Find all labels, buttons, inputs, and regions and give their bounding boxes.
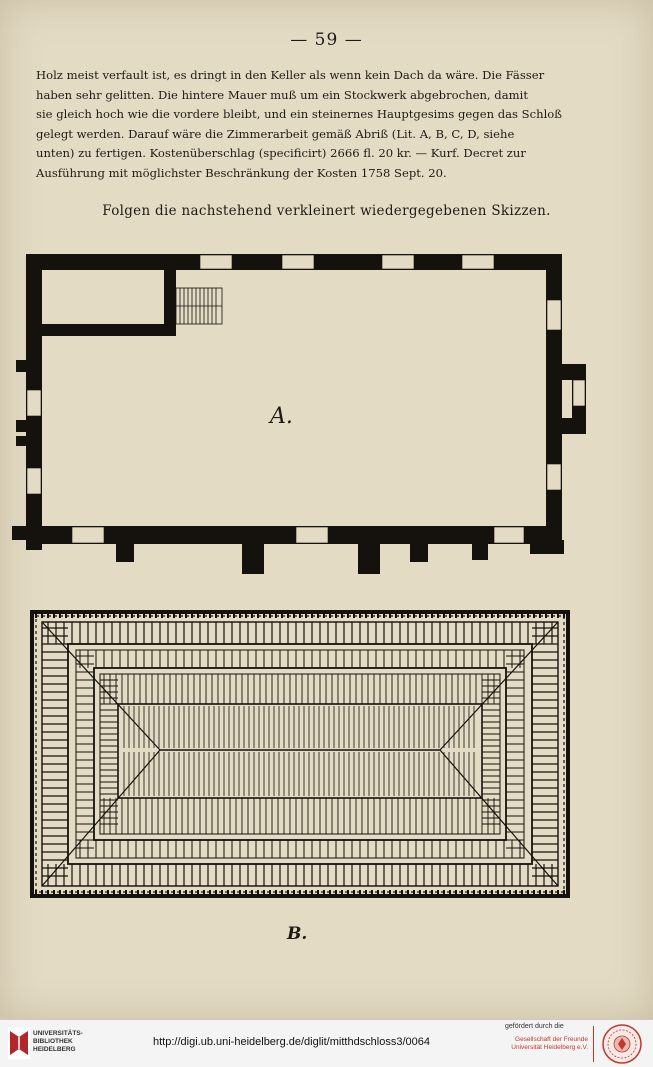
text-line: Holz meist verfault ist, es dringt in de…	[36, 68, 545, 82]
sponsor-label: gefördert durch die	[505, 1023, 564, 1030]
text-line: sie gleich hoch wie die vordere bleibt, …	[36, 107, 563, 122]
text-line: Ausführung mit möglichster Beschränkung …	[36, 165, 447, 180]
divider	[593, 1026, 594, 1062]
digitization-footer: UNIVERSITÄTS- BIBLIOTHEK HEIDELBERG http…	[0, 1019, 653, 1067]
scanned-page: — 59 — Holz meist verfault ist, es dring…	[0, 0, 653, 1019]
page-number: — 59 —	[290, 30, 363, 50]
text-line: gelegt werden. Darauf wäre die Zimmerarb…	[36, 126, 515, 141]
permalink-url[interactable]: http://digi.ub.uni-heidelberg.de/diglit/…	[153, 1036, 431, 1048]
figure-caption: Folgen die nachstehend verkleinert wiede…	[102, 203, 551, 219]
figure-label-a: A.	[268, 404, 293, 429]
library-name: UNIVERSITÄTS- BIBLIOTHEK HEIDELBERG	[33, 1030, 83, 1053]
figure-label-b: B.	[287, 924, 308, 944]
roof-plan-b	[30, 610, 570, 898]
sponsor-name: Gesellschaft der Freunde Universität Hei…	[511, 1036, 588, 1051]
university-seal-icon	[602, 1024, 642, 1064]
floor-plan-a: A.	[12, 254, 586, 574]
body-text: Holz meist verfault ist, es dringt in de…	[36, 66, 566, 184]
text-line: haben sehr gelitten. Die hintere Mauer m…	[36, 87, 528, 102]
text-line: unten) zu fertigen. Kostenüberschlag (sp…	[36, 146, 526, 161]
library-logo-icon	[8, 1027, 30, 1059]
